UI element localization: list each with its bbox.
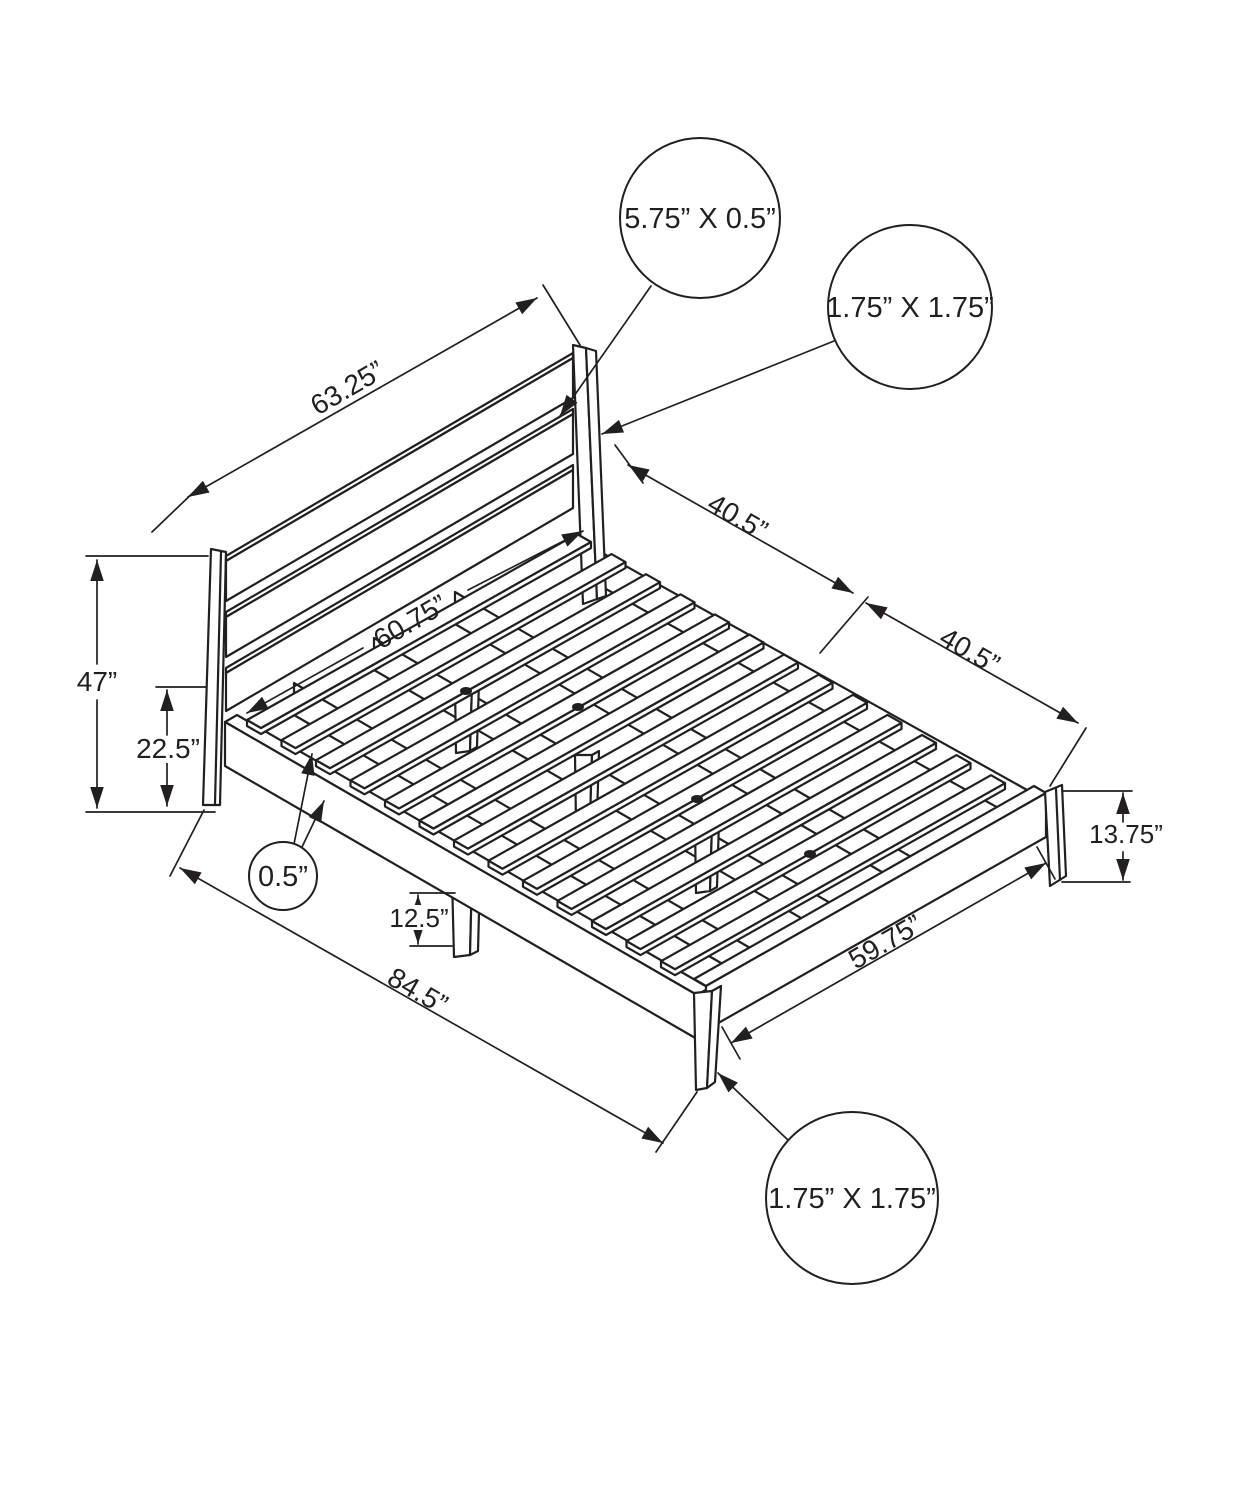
slat-screw-holes xyxy=(460,687,816,858)
callout-headboard-slat-section: 5.75” X 0.5” xyxy=(559,137,781,417)
dim-clearance-label: 12.5” xyxy=(389,903,448,933)
headboard-right-post xyxy=(571,343,608,606)
dim-headboard-height: 47” xyxy=(70,555,216,813)
slat-top xyxy=(280,553,627,750)
dim-clearance: 12.5” xyxy=(387,892,456,947)
slat-top xyxy=(349,593,696,790)
dim-platform-height: 22.5” xyxy=(135,686,207,807)
callout-headboard-slat-section-label: 5.75” X 0.5” xyxy=(624,203,776,235)
callout-post-section: 1.75” X 1.75” xyxy=(601,224,994,435)
dim-foot-height-label: 13.75” xyxy=(1089,819,1163,849)
dim-overall-length-label: 84.5” xyxy=(382,961,453,1020)
slat-top xyxy=(245,532,593,730)
callout-slat-thickness: 0.5” xyxy=(248,753,325,911)
rear-foot-leg xyxy=(1043,783,1068,888)
front-foot-leg xyxy=(692,984,723,1092)
slat-top xyxy=(452,653,800,850)
dim-half-length-foot-label: 40.5” xyxy=(934,621,1005,680)
slat-top xyxy=(418,633,765,830)
dim-headboard-height-label: 47” xyxy=(77,666,117,697)
callout-slat-thickness-label: 0.5” xyxy=(258,861,308,893)
dim-platform-height-label: 22.5” xyxy=(136,733,200,764)
slat-top xyxy=(383,613,731,810)
callout-leg-section-label: 1.75” X 1.75” xyxy=(768,1183,936,1215)
dim-foot-height: 13.75” xyxy=(1061,790,1166,883)
dim-headboard-width-label: 63.25” xyxy=(305,354,389,421)
dim-half-length-head-label: 40.5” xyxy=(702,487,773,546)
callout-post-section-label: 1.75” X 1.75” xyxy=(826,292,994,324)
slat-top xyxy=(487,673,834,870)
callout-leg-section: 1.75” X 1.75” xyxy=(717,1072,939,1285)
headboard-left-post xyxy=(201,547,228,807)
